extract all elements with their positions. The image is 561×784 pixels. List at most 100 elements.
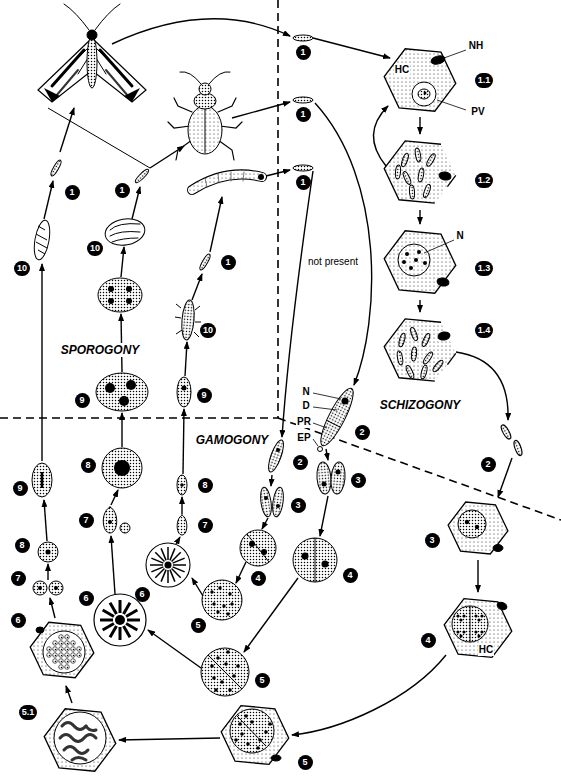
- nucleus: [342, 398, 349, 405]
- gamete-row: [167, 547, 169, 560]
- callout-number: 3: [425, 533, 440, 548]
- gamete-row: [110, 603, 117, 614]
- leader-line: [313, 407, 337, 410]
- nucleus: [114, 460, 130, 476]
- host-cell: [384, 231, 456, 293]
- part-label: D: [301, 400, 310, 412]
- callout-number: 4: [251, 571, 266, 586]
- stage-arrow: [313, 38, 390, 58]
- gamete-row: [126, 610, 137, 617]
- gametocyst: [240, 530, 276, 566]
- oocyst: [71, 653, 76, 658]
- gametocyst: [94, 594, 146, 646]
- merozoite: [422, 351, 434, 365]
- merozoite: [499, 424, 512, 441]
- merozoite: [420, 365, 428, 380]
- stage-arrow: [320, 496, 328, 536]
- stage-arrow: [236, 562, 246, 583]
- stage-arrow: [498, 458, 512, 497]
- host-cell-cytoplasm: [384, 319, 456, 381]
- beetle-elytra: [188, 106, 222, 154]
- oocyst: [59, 653, 64, 658]
- beetle-antenna: [180, 72, 201, 84]
- ruptured-host-cell: [447, 353, 455, 364]
- merozoite: [414, 148, 421, 163]
- nucleus: [182, 386, 187, 391]
- stage-arrow: [121, 413, 122, 447]
- stage-arrow: [282, 171, 313, 437]
- nucleus: [405, 252, 409, 256]
- host-cell: [221, 706, 289, 765]
- callout-number: 8: [81, 458, 96, 473]
- stage-arrow: [315, 103, 372, 385]
- gamete-row: [124, 603, 131, 614]
- merozoite: [395, 165, 401, 179]
- sporocyst-chain: [60, 735, 96, 742]
- stage-arrow: [419, 300, 420, 312]
- phase-title: GAMOGONY: [194, 433, 271, 447]
- nucleus: [115, 615, 125, 625]
- callout-number: 10: [14, 261, 30, 276]
- sporozoite-fringe: [176, 304, 181, 308]
- oocyst: [59, 641, 64, 646]
- host-cell: [448, 502, 508, 554]
- sporozoite: [49, 159, 62, 177]
- larva-segment: [205, 172, 244, 187]
- nucleus: [238, 722, 242, 726]
- nucleus: [409, 266, 413, 270]
- nucleus: [230, 602, 233, 605]
- gamete-row: [103, 610, 114, 617]
- nucleus: [336, 470, 341, 475]
- part-label: HC: [394, 64, 410, 76]
- gamete-row: [126, 624, 137, 631]
- stage-arrow: [66, 686, 72, 703]
- ruptured-host-cell: [384, 141, 441, 203]
- nucleus: [264, 496, 268, 500]
- host-cell: [444, 599, 512, 658]
- nucleus: [220, 680, 224, 684]
- oocyst: [53, 647, 58, 652]
- sporozoite-fringe: [195, 306, 200, 310]
- stage-arrow: [292, 655, 446, 735]
- stage-arrow: [266, 170, 290, 176]
- host-divider: [48, 108, 150, 168]
- gamont: [458, 510, 486, 538]
- phase-title: SPOROGONY: [59, 343, 142, 357]
- stage-arrow: [192, 578, 203, 596]
- nucleus: [216, 610, 219, 613]
- callout-number: 5: [255, 673, 270, 688]
- trophozoite: [418, 89, 430, 99]
- leader-line: [444, 50, 466, 58]
- callout-number: 1.4: [475, 323, 494, 338]
- callout-number: 4: [421, 633, 436, 648]
- phase-divider: [278, 418, 561, 520]
- host-nucleus: [271, 755, 281, 761]
- cyst-division: [470, 606, 471, 642]
- sporozoite-fringe: [176, 330, 182, 334]
- callout-number: 4: [343, 568, 358, 583]
- nucleus: [456, 614, 459, 617]
- ruptured-host-cell: [384, 319, 441, 381]
- oocyst: [96, 373, 148, 411]
- callout-number: 1.3: [475, 261, 494, 276]
- cyst-division: [208, 655, 242, 689]
- gamont: [330, 461, 347, 494]
- sporocyst: [180, 300, 195, 341]
- sporozoite: [198, 253, 211, 271]
- stage-arrow: [176, 537, 180, 544]
- oocyst: [47, 653, 52, 658]
- host-cell: [384, 49, 456, 111]
- oocyst-mass: [54, 712, 106, 764]
- moth-antenna: [64, 4, 89, 30]
- stage-arrow: [41, 264, 42, 461]
- gamete: [177, 515, 187, 535]
- callout-number: 1.1: [475, 73, 494, 88]
- stage-arrow: [150, 146, 184, 168]
- sporozoite-outline: [112, 238, 138, 242]
- septum: [327, 420, 341, 427]
- host-nucleus: [496, 601, 508, 611]
- gamete: [103, 507, 117, 533]
- sporocyst: [103, 216, 147, 249]
- note-label: not present: [307, 256, 359, 268]
